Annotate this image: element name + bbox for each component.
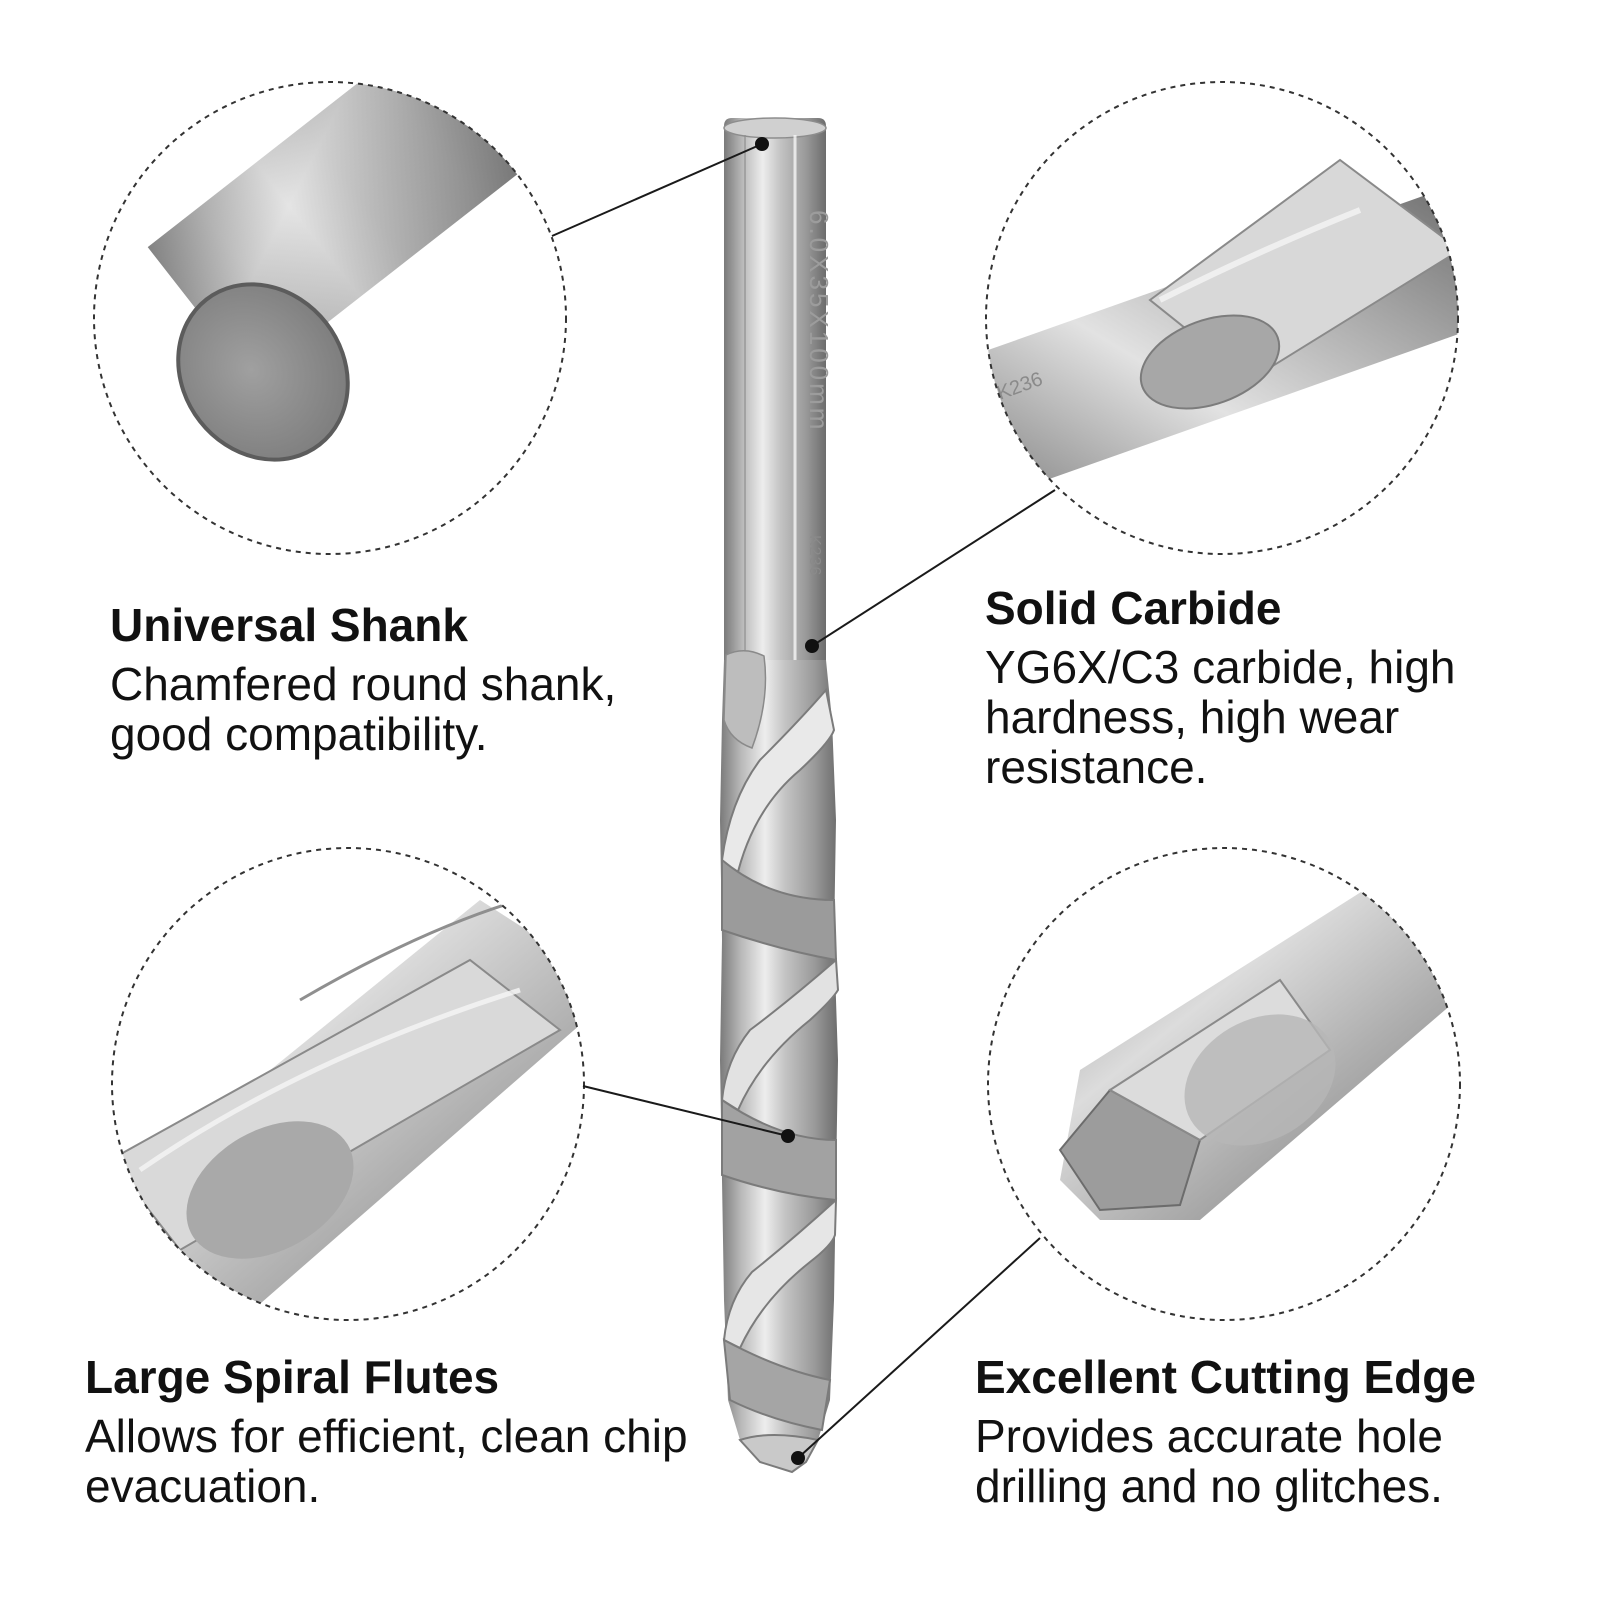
feature-title: Excellent Cutting Edge (975, 1351, 1476, 1403)
zoom-circle-edge (987, 847, 1461, 1321)
feature-title: Universal Shank (110, 599, 468, 651)
callout-dot-edge (791, 1451, 805, 1465)
feature-description: Provides accurate hole drilling and no g… (975, 1409, 1443, 1512)
callout-lines (551, 137, 1056, 1465)
drill-flute-body (720, 660, 838, 1472)
feature-large-spiral-flutes: Large Spiral Flutes Allows for efficient… (85, 1352, 705, 1511)
callout-line-shank (551, 143, 763, 237)
zoom-circle-flutes (111, 847, 585, 1321)
feature-description: YG6X/C3 carbide, high hardness, high wea… (985, 640, 1456, 793)
callout-dot-shank (755, 137, 769, 151)
drill-shank-top (723, 117, 827, 139)
drill-bit: 6.0X35X100mm K236 (720, 117, 840, 1474)
feature-title: Solid Carbide (985, 582, 1282, 634)
callout-line-carbide (811, 489, 1056, 647)
feature-description: Allows for efficient, clean chip evacuat… (85, 1409, 688, 1512)
callout-line-edge (797, 1237, 1041, 1459)
feature-title: Large Spiral Flutes (85, 1351, 500, 1403)
drill-shank (724, 118, 826, 690)
shank-end-face (176, 282, 350, 462)
callout-dot-flutes (781, 1129, 795, 1143)
feature-universal-shank: Universal Shank Chamfered round shank, g… (110, 600, 710, 759)
drill-engraving-size: 6.0X35X100mm (804, 210, 834, 432)
feature-description: Chamfered round shank, good compatibilit… (110, 657, 617, 760)
feature-excellent-cutting-edge: Excellent Cutting Edge Provides accurate… (975, 1352, 1575, 1511)
feature-solid-carbide: Solid Carbide YG6X/C3 carbide, high hard… (985, 583, 1565, 792)
callout-line-flutes (582, 1085, 789, 1137)
zoom-circle-shank (93, 81, 567, 555)
zoom-circle-carbide: K236 (985, 81, 1459, 555)
drill-engraving-code: K236 (806, 535, 823, 576)
callout-dot-carbide (805, 639, 819, 653)
drill-spiral-flutes (720, 687, 840, 1474)
